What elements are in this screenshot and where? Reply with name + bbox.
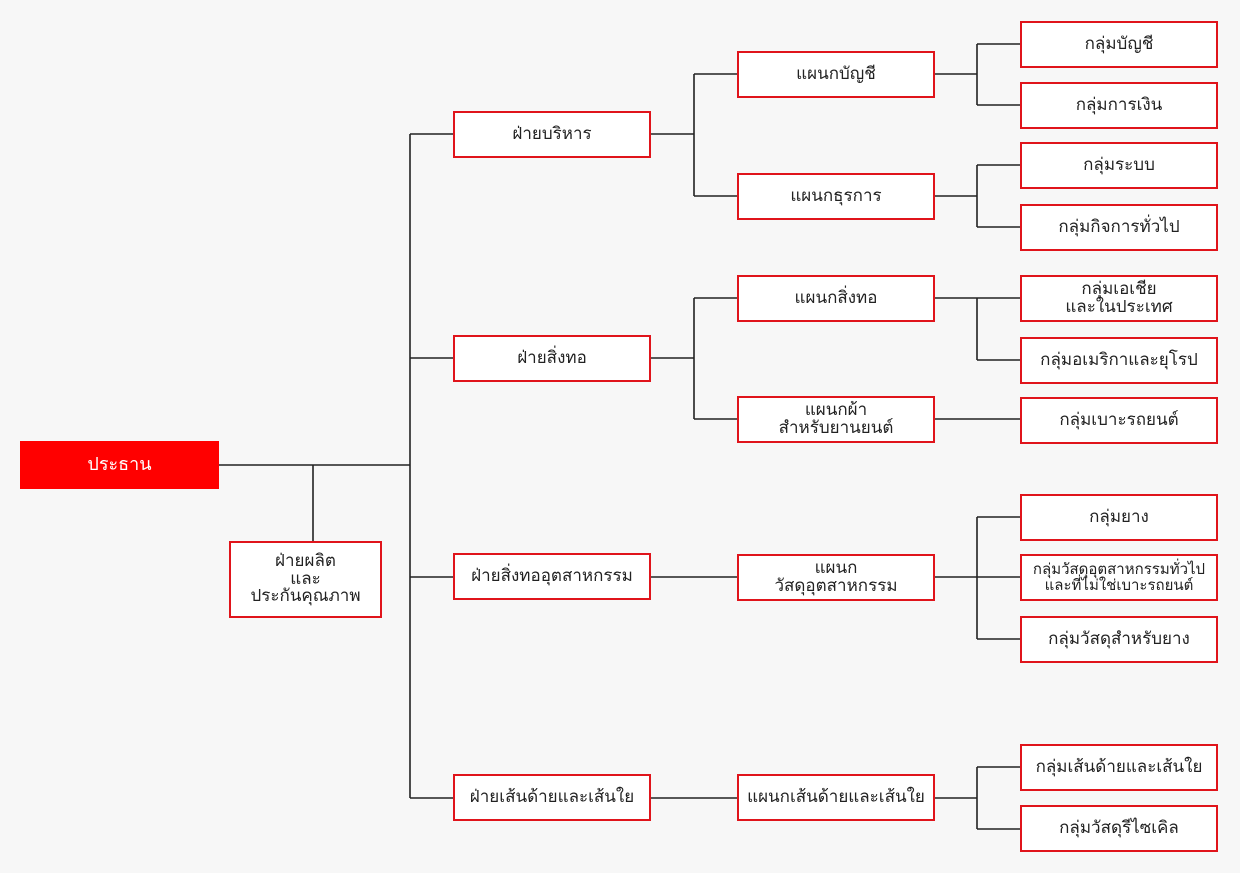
node-label: กลุ่มการเงิน	[1075, 94, 1163, 115]
node-division-yarn-fiber: ฝ่ายเส้นด้ายและเส้นใย	[453, 774, 651, 821]
node-label: แผนกผ้า สำหรับยานยนต์	[778, 399, 894, 438]
node-label: ฝ่ายเส้นด้ายและเส้นใย	[469, 786, 635, 807]
node-label: ฝ่ายสิ่งทออุตสาหกรรม	[471, 565, 633, 586]
node-group-general-industrial: กลุ่มวัสดุอุตสาหกรรมทั่วไป และที่ไม่ใช่เ…	[1020, 554, 1218, 601]
connector	[651, 73, 737, 197]
node-group-finance: กลุ่มการเงิน	[1020, 82, 1218, 129]
node-division-admin: ฝ่ายบริหาร	[453, 111, 651, 158]
node-label: กลุ่มอเมริกาและยุโรป	[1040, 349, 1198, 370]
connector	[935, 43, 1020, 106]
node-label: แผนกบัญชี	[796, 63, 876, 84]
node-group-asia-domestic: กลุ่มเอเชีย และในประเทศ	[1020, 275, 1218, 322]
connector	[651, 297, 737, 420]
node-dept-accounting: แผนกบัญชี	[737, 51, 935, 98]
connector	[410, 133, 453, 799]
node-label: กลุ่มระบบ	[1083, 154, 1155, 175]
node-label: แผนก วัสดุอุตสาหกรรม	[774, 557, 898, 596]
node-label: กลุ่มยาง	[1089, 506, 1149, 527]
node-group-accounting: กลุ่มบัญชี	[1020, 21, 1218, 68]
node-label: แผนกเส้นด้ายและเส้นใย	[747, 786, 925, 807]
node-dept-textile: แผนกสิ่งทอ	[737, 275, 935, 322]
node-group-recycled-material: กลุ่มวัสดุรีไซเคิล	[1020, 805, 1218, 852]
connector	[935, 164, 1020, 228]
node-label: ฝ่ายสิ่งทอ	[517, 347, 587, 368]
node-group-systems: กลุ่มระบบ	[1020, 142, 1218, 189]
node-group-car-seat: กลุ่มเบาะรถยนต์	[1020, 397, 1218, 444]
connector	[935, 766, 1020, 830]
node-dept-general-affairs: แผนกธุรการ	[737, 173, 935, 220]
node-label: กลุ่มเอเชีย และในประเทศ	[1065, 278, 1173, 317]
node-division-textile: ฝ่ายสิ่งทอ	[453, 335, 651, 382]
node-dept-automotive-fabric: แผนกผ้า สำหรับยานยนต์	[737, 396, 935, 443]
node-label: กลุ่มเส้นด้ายและเส้นใย	[1035, 756, 1203, 777]
connector	[935, 516, 1020, 640]
node-root: ประธาน	[20, 441, 219, 489]
node-group-rubber: กลุ่มยาง	[1020, 494, 1218, 541]
node-label: ฝ่ายผลิต และ ประกันคุณภาพ	[250, 550, 361, 607]
node-group-general-affairs: กลุ่มกิจการทั่วไป	[1020, 204, 1218, 251]
node-label: ฝ่ายบริหาร	[512, 123, 592, 144]
node-division-industrial-textile: ฝ่ายสิ่งทออุตสาหกรรม	[453, 553, 651, 600]
node-dept-yarn-fiber: แผนกเส้นด้ายและเส้นใย	[737, 774, 935, 821]
node-dept-industrial-material: แผนก วัสดุอุตสาหกรรม	[737, 554, 935, 601]
node-label: กลุ่มวัสดุรีไซเคิล	[1059, 817, 1179, 838]
node-label: กลุ่มบัญชี	[1084, 33, 1154, 54]
node-label: กลุ่มเบาะรถยนต์	[1059, 409, 1179, 430]
node-label: แผนกธุรการ	[790, 185, 882, 206]
node-label: ประธาน	[87, 453, 152, 475]
connector	[935, 297, 1020, 361]
node-group-rubber-material: กลุ่มวัสดุสำหรับยาง	[1020, 616, 1218, 663]
node-label: แผนกสิ่งทอ	[794, 287, 878, 308]
node-group-yarn-fiber: กลุ่มเส้นด้ายและเส้นใย	[1020, 744, 1218, 791]
node-production-quality: ฝ่ายผลิต และ ประกันคุณภาพ	[229, 541, 382, 618]
node-label: กลุ่มวัสดุอุตสาหกรรมทั่วไป และที่ไม่ใช่เ…	[1032, 559, 1206, 594]
node-label: กลุ่มวัสดุสำหรับยาง	[1048, 628, 1190, 649]
node-label: กลุ่มกิจการทั่วไป	[1058, 216, 1180, 237]
node-group-america-europe: กลุ่มอเมริกาและยุโรป	[1020, 337, 1218, 384]
